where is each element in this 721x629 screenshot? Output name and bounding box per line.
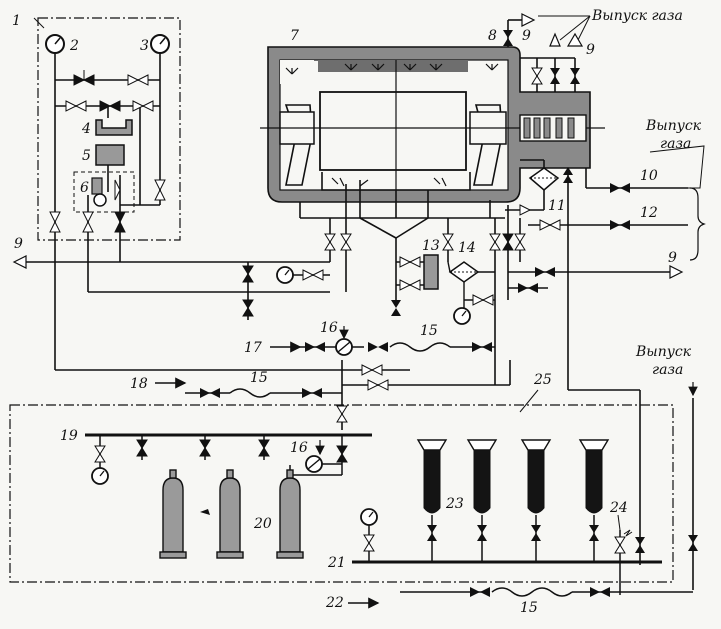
label-15-bottom: 15 bbox=[520, 600, 538, 616]
label-5: 5 bbox=[82, 148, 91, 164]
pressure-gauge-icon bbox=[91, 467, 109, 485]
label-17: 17 bbox=[244, 340, 262, 356]
outlet-arrow-icon bbox=[12, 255, 27, 269]
pressure-gauge-icon bbox=[276, 266, 294, 284]
label-9-left: 9 bbox=[14, 236, 23, 252]
caption-gas-release-lower-1: Выпуск bbox=[635, 344, 692, 360]
label-20: 20 bbox=[253, 516, 272, 532]
compressor-16-icon bbox=[305, 440, 325, 473]
cylinders-23 bbox=[416, 439, 610, 562]
label-24: 24 bbox=[609, 500, 628, 516]
label-15-top: 15 bbox=[420, 323, 438, 339]
pressure-gauge-icon bbox=[453, 307, 471, 325]
label-25: 25 bbox=[533, 372, 552, 388]
label-4: 4 bbox=[81, 121, 91, 137]
label-8: 8 bbox=[488, 28, 497, 44]
gas-cylinders bbox=[159, 469, 304, 559]
label-7: 7 bbox=[290, 28, 299, 44]
compressor-16-icon bbox=[335, 326, 353, 356]
caption-gas-release-lower-2: газа bbox=[652, 362, 683, 378]
component-4 bbox=[95, 119, 133, 136]
component-6-box bbox=[73, 171, 135, 213]
label-3: 3 bbox=[140, 38, 149, 54]
block-1-enclosure bbox=[37, 17, 181, 241]
label-23: 23 bbox=[445, 496, 464, 512]
label-9-right: 9 bbox=[668, 250, 677, 266]
label-13: 13 bbox=[422, 238, 440, 254]
label-18: 18 bbox=[130, 376, 148, 392]
label-21: 21 bbox=[327, 555, 346, 571]
caption-gas-release-right-1: Выпуск bbox=[645, 118, 702, 134]
label-6: 6 bbox=[80, 180, 89, 196]
label-19: 19 bbox=[60, 428, 78, 444]
component-5 bbox=[95, 144, 125, 166]
label-12: 12 bbox=[640, 205, 658, 221]
gauge-3-icon bbox=[150, 34, 170, 54]
outlet-arrow-icon bbox=[669, 265, 684, 279]
filter-11 bbox=[528, 167, 560, 191]
filter-14 bbox=[448, 261, 480, 283]
label-10: 10 bbox=[640, 168, 658, 184]
outlet-arrow-icon bbox=[566, 32, 584, 47]
label-11: 11 bbox=[548, 198, 566, 214]
label-14: 14 bbox=[458, 240, 476, 256]
dryer-13 bbox=[423, 254, 439, 290]
label-2: 2 bbox=[69, 38, 79, 54]
label-9-top-right: 9 bbox=[586, 42, 595, 58]
label-16-top: 16 bbox=[320, 320, 338, 336]
pressure-gauge-icon bbox=[360, 508, 378, 526]
label-9-top: 9 bbox=[522, 28, 531, 44]
machine-7 bbox=[260, 46, 605, 203]
label-15-mid: 15 bbox=[250, 370, 268, 386]
label-16-bottom: 16 bbox=[290, 440, 308, 456]
gauge-2-icon bbox=[45, 34, 65, 54]
label-1: 1 bbox=[12, 13, 21, 29]
block-25-enclosure bbox=[9, 404, 674, 583]
outlet-arrow-icon bbox=[521, 13, 536, 27]
caption-gas-release-top: Выпуск газа bbox=[591, 8, 683, 24]
label-22: 22 bbox=[325, 595, 344, 611]
